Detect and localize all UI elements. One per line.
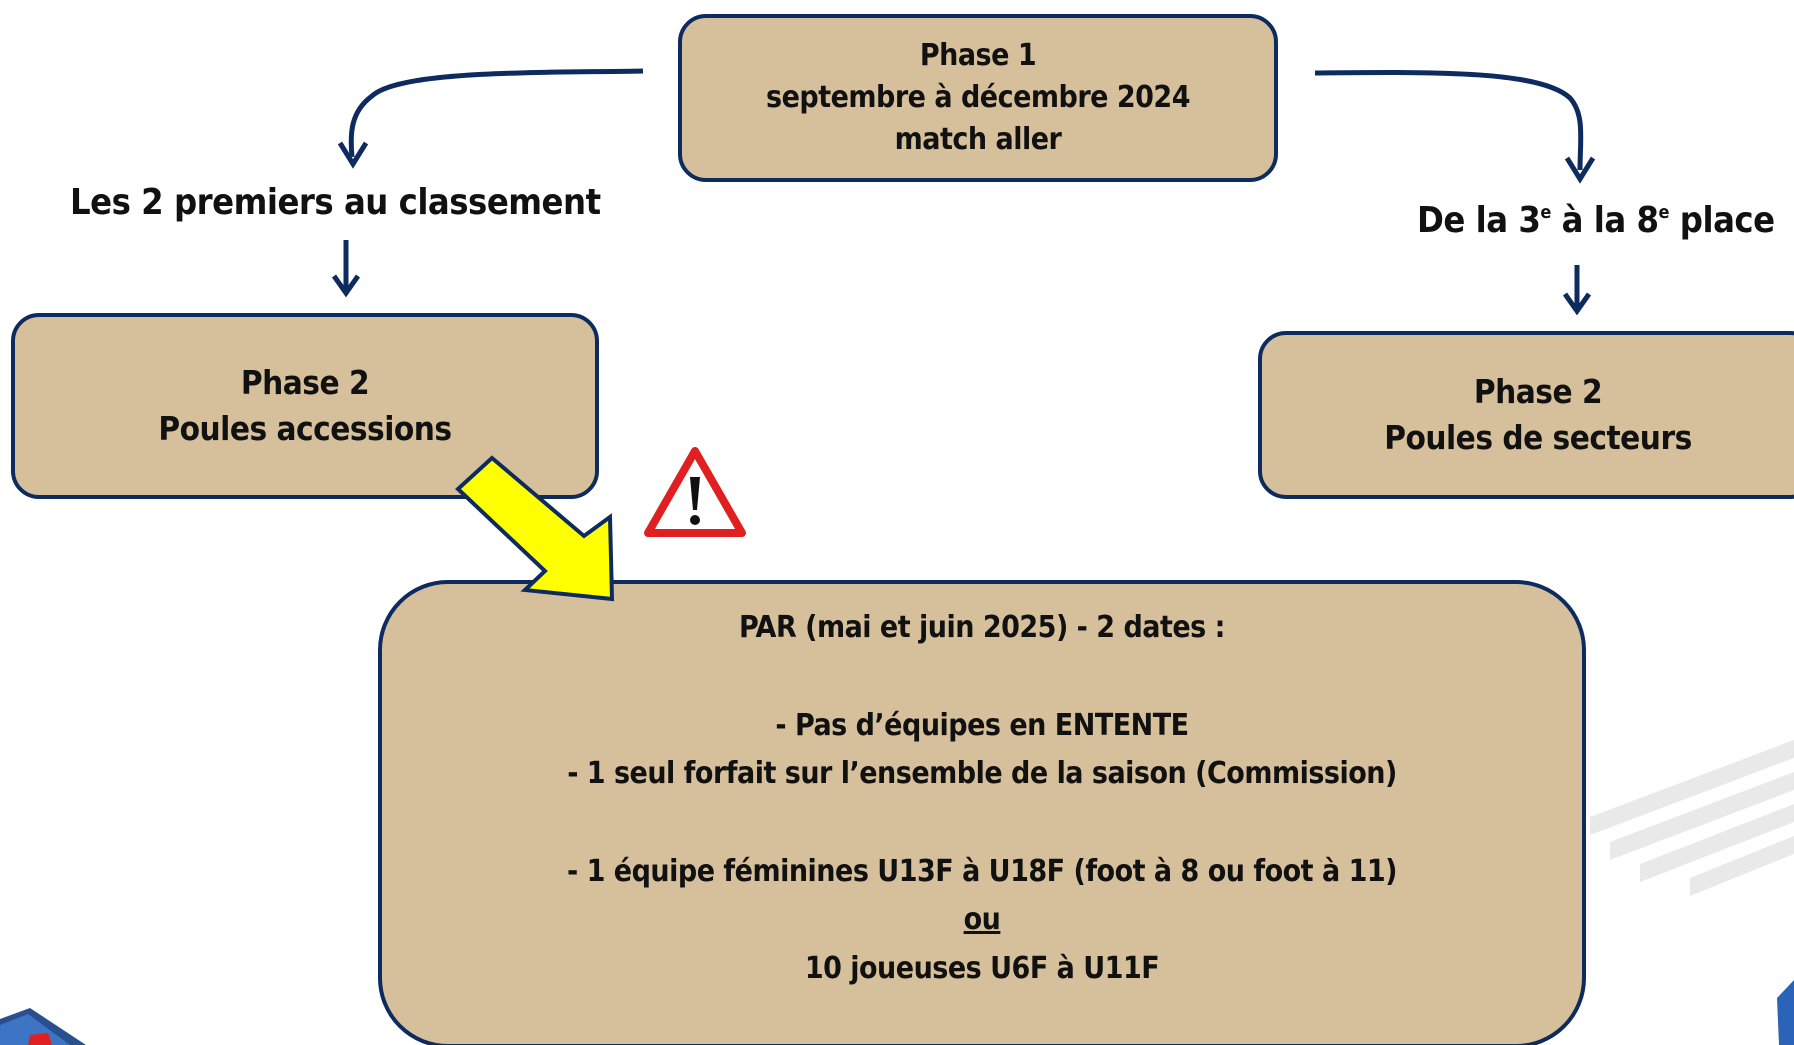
par-heading: PAR (mai et juin 2025) - 2 dates : <box>739 610 1225 645</box>
phase2-secteurs-box: Phase 2 Poules de secteurs <box>1258 331 1794 499</box>
decorative-stripes <box>1590 740 1794 896</box>
phase2-accessions-title: Phase 2 <box>240 362 370 402</box>
right-label-sup2: e <box>1658 202 1670 223</box>
arrowhead-left-top <box>337 141 369 169</box>
arrowhead-right-top <box>1564 156 1596 184</box>
right-branch-label: De la 3e à la 8e place <box>1417 200 1775 241</box>
phase1-dates: septembre à décembre 2024 <box>766 80 1191 115</box>
right-label-part2: à la 8 <box>1550 200 1659 241</box>
right-label-part3: place <box>1669 200 1775 241</box>
phase2-secteurs-subtitle: Poules de secteurs <box>1384 418 1692 457</box>
logo-left-partial <box>0 1008 86 1045</box>
par-box: PAR (mai et juin 2025) - 2 dates : - Pas… <box>378 580 1586 1045</box>
phase2-secteurs-title: Phase 2 <box>1473 371 1603 411</box>
right-label-part1: De la 3 <box>1417 200 1541 241</box>
par-or: ou <box>963 902 1001 938</box>
par-rule-entente: - Pas d’équipes en ENTENTE <box>775 707 1189 743</box>
par-rule-forfait: - 1 seul forfait sur l’ensemble de la sa… <box>567 756 1397 792</box>
phase1-title: Phase 1 <box>919 38 1037 73</box>
arrowhead-down-left <box>331 274 361 298</box>
connector-right-curve <box>1314 70 1584 171</box>
logo-right-partial <box>1777 980 1794 1045</box>
connector-left-curve <box>348 68 644 158</box>
arrowhead-down-right <box>1562 292 1592 316</box>
phase1-type: match aller <box>894 122 1062 157</box>
par-rule-joueuses: 10 joueuses U6F à U11F <box>804 950 1160 986</box>
diagonal-arrow-icon <box>455 455 615 602</box>
left-branch-label: Les 2 premiers au classement <box>70 182 601 223</box>
phase2-accessions-subtitle: Poules accessions <box>158 409 452 448</box>
par-rule-feminines: - 1 équipe féminines U13F à U18F (foot à… <box>567 853 1397 889</box>
warning-triangle-icon <box>644 447 746 537</box>
right-label-sup1: e <box>1540 202 1551 223</box>
phase1-box: Phase 1 septembre à décembre 2024 match … <box>678 14 1278 182</box>
